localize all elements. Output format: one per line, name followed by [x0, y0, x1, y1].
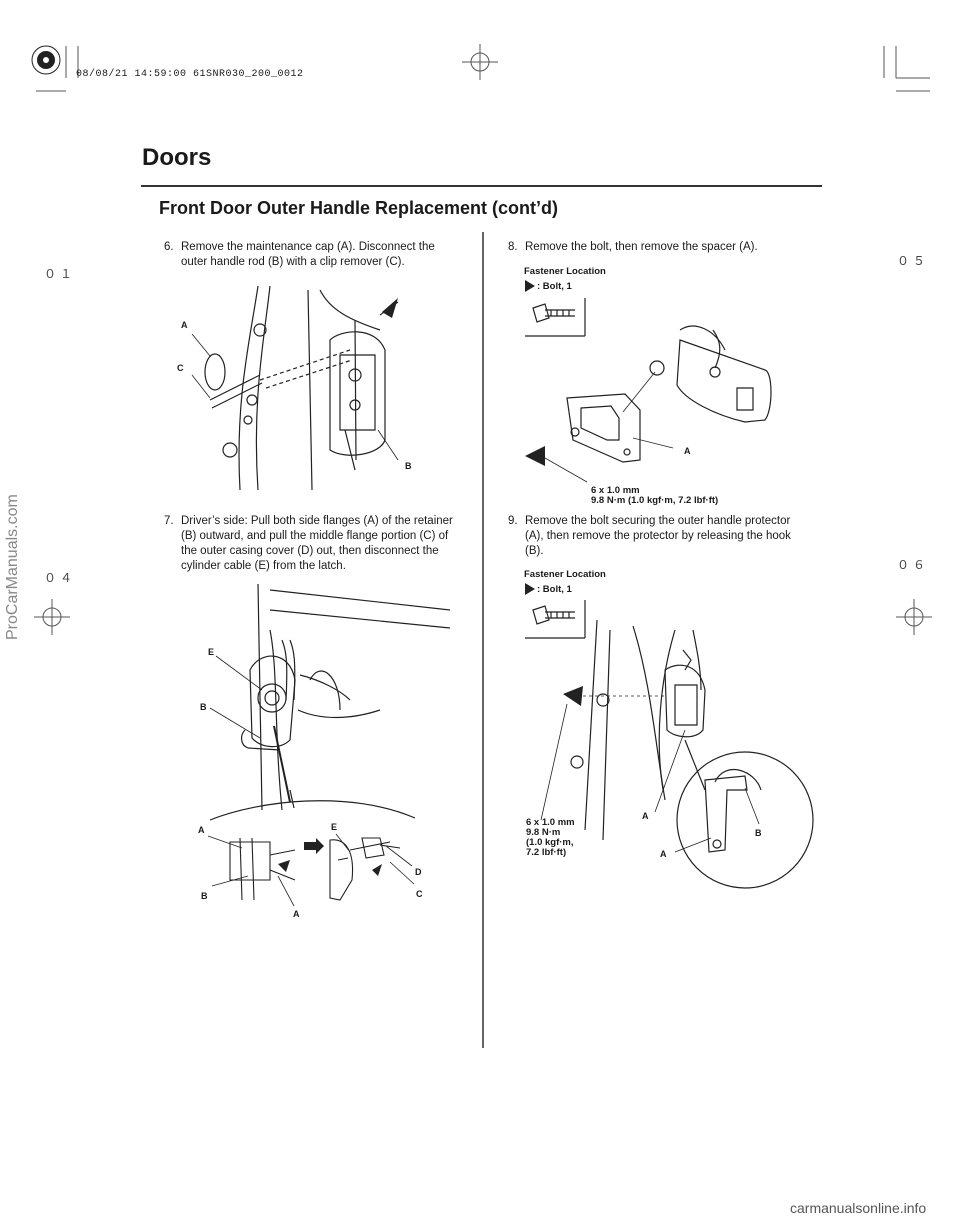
crop-mark-top-right: ０５ [897, 255, 930, 269]
step-8: 8. Remove the bolt, then remove the spac… [508, 240, 808, 255]
step-number: 7. [164, 515, 174, 527]
fig9-bolt-legend: : Bolt, 1 [537, 584, 572, 595]
fig7-label-e-inset: E [331, 822, 338, 832]
step-number: 8. [508, 241, 518, 253]
fig9-label-b: B [755, 828, 762, 838]
figure-9-protector [525, 600, 814, 889]
fig8-label-a: A [684, 446, 691, 456]
fig6-label-b: B [405, 461, 412, 471]
fig9-label-a-inset: A [660, 849, 667, 859]
step-7: 7. Driver’s side: Pull both side flanges… [164, 514, 460, 574]
crop-mark-bottom-right: ０６ [897, 559, 930, 573]
step-text: Remove the bolt securing the outer handl… [525, 515, 791, 557]
side-watermark: ProCarManuals.com [4, 494, 21, 640]
fig9-spec-size: 6 x 1.0 mm [526, 817, 575, 828]
fig8-bolt-marker-icon [525, 280, 535, 292]
registration-target-icon [31, 45, 61, 75]
fig7-label-b-inset: B [201, 891, 208, 901]
fig8-fastener-title: Fastener Location [524, 266, 606, 277]
figure-7-cylinder-cable [207, 583, 451, 907]
fig7-label-d: D [415, 867, 422, 877]
section-title: Front Door Outer Handle Replacement (con… [159, 198, 559, 218]
fig6-label-a: A [181, 320, 188, 330]
step-9: 9. Remove the bolt securing the outer ha… [508, 514, 808, 559]
fig7-label-a: A [198, 825, 205, 835]
figure-6-maintenance-cap [191, 285, 399, 491]
fig9-spec-torque: 9.8 N·m [526, 827, 561, 838]
fig8-spec-size: 6 x 1.0 mm [591, 485, 640, 496]
fig8-bolt-legend: : Bolt, 1 [537, 281, 572, 292]
step-number: 6. [164, 241, 174, 253]
step-6: 6. Remove the maintenance cap (A). Disco… [164, 240, 460, 270]
step-number: 9. [508, 515, 518, 527]
fig6-label-c: C [177, 363, 184, 373]
step-text: Remove the maintenance cap (A). Disconne… [181, 241, 435, 268]
crop-mark-bottom-left: ０４ [44, 572, 77, 586]
fig7-label-b: B [200, 702, 207, 712]
fig9-fastener-title: Fastener Location [524, 569, 606, 580]
fig9-spec-lbf: 7.2 lbf·ft) [526, 847, 567, 858]
step-text: Driver’s side: Pull both side flanges (A… [181, 515, 453, 572]
fig7-label-c: C [416, 889, 423, 899]
fig9-label-a: A [642, 811, 649, 821]
fig9-spec-kgf: (1.0 kgf·m, [526, 837, 574, 848]
fig8-spec-torque: 9.8 N·m (1.0 kgf·m, 7.2 lbf·ft) [591, 495, 719, 506]
fig7-label-e: E [208, 647, 215, 657]
bottom-watermark: carmanualsonline.info [790, 1200, 927, 1216]
page-title: Doors [142, 144, 212, 171]
step-text: Remove the bolt, then remove the spacer … [525, 241, 758, 253]
crop-mark-top-left: ０１ [44, 268, 77, 282]
fig9-bolt-marker-icon [525, 583, 535, 595]
figure-8-spacer [525, 298, 772, 483]
print-stamp: 08/08/21 14:59:00 61SNR030_200_0012 [76, 69, 304, 80]
fig7-label-a-inset: A [293, 909, 300, 919]
